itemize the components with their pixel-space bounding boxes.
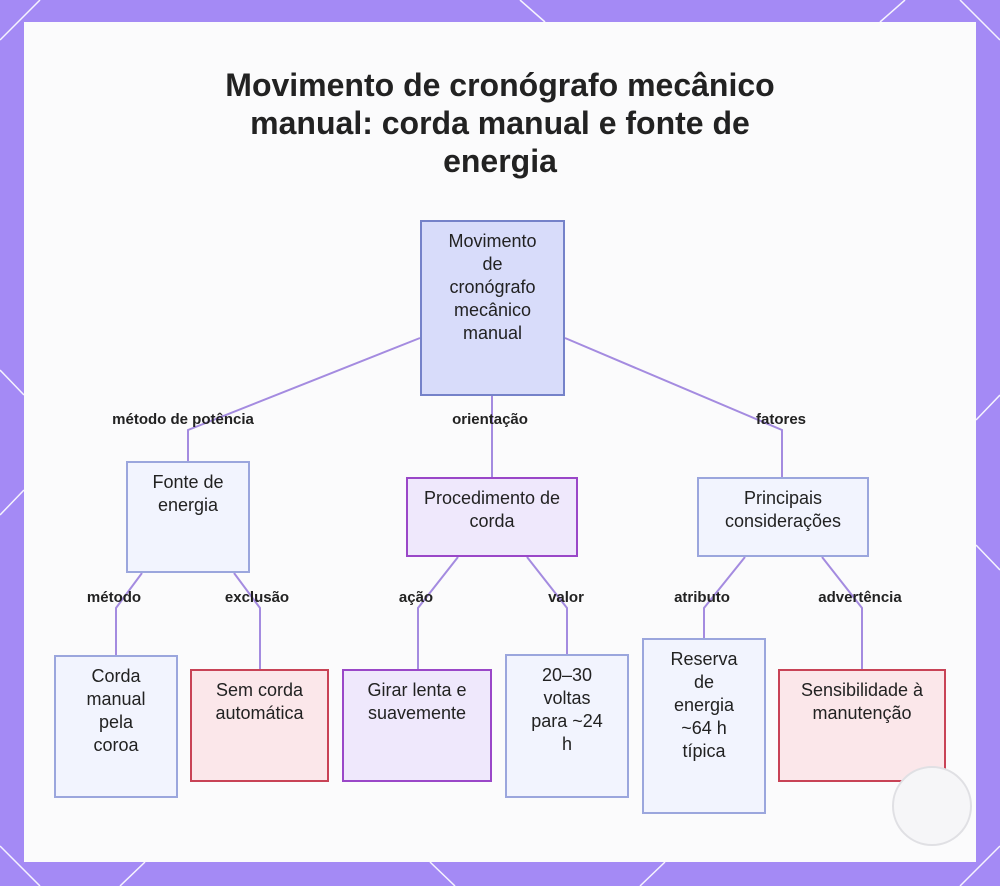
edge-label-power-method: método de potência bbox=[112, 411, 254, 428]
node-root-label: Movimento de cronógrafo mecânico manual bbox=[448, 231, 537, 343]
node-maintenance-label: Sensibilidade à manutenção bbox=[800, 680, 924, 723]
node-turns-count-label: 20–30 voltas para ~24 h bbox=[531, 665, 603, 754]
node-no-automatic: Sem corda automática bbox=[190, 669, 329, 782]
node-turns-count: 20–30 voltas para ~24 h bbox=[505, 654, 629, 798]
node-winding-procedure-label: Procedimento de corda bbox=[423, 488, 561, 531]
edge-label-factors: fatores bbox=[755, 411, 807, 428]
edge-label-method: método bbox=[86, 589, 142, 606]
edge-winding-turns bbox=[526, 556, 568, 654]
node-manual-crown: Corda manual pela coroa bbox=[54, 655, 178, 798]
edge-power-noauto bbox=[233, 572, 261, 669]
node-winding-procedure: Procedimento de corda bbox=[406, 477, 578, 557]
node-maintenance: Sensibilidade à manutenção bbox=[778, 669, 946, 782]
node-no-automatic-label: Sem corda automática bbox=[215, 680, 304, 723]
node-turn-slowly: Girar lenta e suavemente bbox=[342, 669, 492, 782]
node-key-considerations-label: Principais considerações bbox=[724, 488, 842, 531]
node-manual-crown-label: Corda manual pela coroa bbox=[86, 666, 146, 755]
diagram-title: Movimento de cronógrafo mecânico manual:… bbox=[225, 67, 775, 179]
edge-considerations-maintenance bbox=[821, 556, 863, 669]
node-power-source: Fonte de energia bbox=[126, 461, 250, 573]
node-key-considerations: Principais considerações bbox=[697, 477, 869, 557]
edge-label-attribute: atributo bbox=[674, 589, 730, 606]
edge-considerations-reserve bbox=[703, 556, 746, 638]
node-root: Movimento de cronógrafo mecânico manual bbox=[420, 220, 565, 396]
node-power-reserve-label: Reserva de energia ~64 h típica bbox=[670, 649, 738, 761]
edge-root-power bbox=[187, 337, 421, 461]
edge-winding-turn bbox=[417, 556, 459, 669]
node-power-source-label: Fonte de energia bbox=[152, 472, 224, 515]
edge-power-crown bbox=[115, 572, 143, 655]
edge-label-exclusion: exclusão bbox=[224, 589, 290, 606]
edge-label-action: ação bbox=[398, 589, 434, 606]
edge-label-value: valor bbox=[548, 589, 584, 606]
node-turn-slowly-label: Girar lenta e suavemente bbox=[367, 680, 467, 723]
edge-label-warning: advertência bbox=[818, 589, 902, 606]
edge-root-considerations bbox=[564, 337, 783, 477]
node-power-reserve: Reserva de energia ~64 h típica bbox=[642, 638, 766, 814]
watermark-seal bbox=[892, 766, 972, 846]
edge-label-orientation: orientação bbox=[452, 411, 528, 428]
